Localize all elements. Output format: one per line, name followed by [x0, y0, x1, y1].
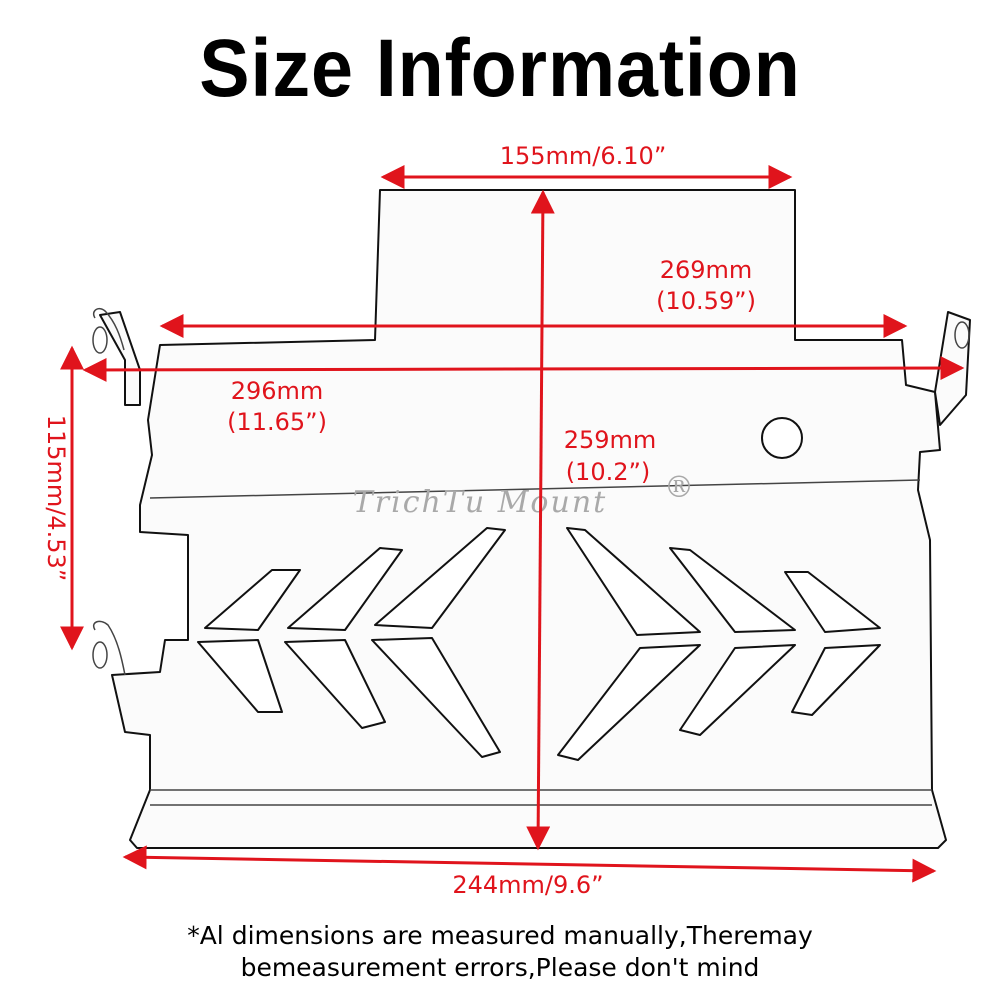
mount-width-mm-label: 296mm — [231, 377, 324, 405]
watermark: TrichTu Mount — [353, 485, 607, 520]
bottom-width-label: 244mm/9.6” — [452, 871, 603, 899]
mounting-hole — [761, 417, 803, 459]
side-height-label: 115mm/4.53” — [42, 415, 70, 582]
note-line-1: *Al dimensions are measured manually,The… — [187, 921, 813, 950]
chevron-cutouts — [197, 527, 881, 761]
upper-width-mm-label: 269mm — [660, 256, 753, 284]
mount-width-in-label: (11.65”) — [227, 408, 327, 436]
length-mm-label: 259mm — [564, 426, 657, 454]
top-width-label: 155mm/6.10” — [500, 142, 667, 170]
note-line-2: bemeasurement errors,Please don't mind — [240, 953, 760, 982]
mount-width-line — [82, 356, 965, 382]
length-in-label: (10.2”) — [566, 458, 651, 486]
length-line — [526, 189, 555, 851]
upper-width-in-label: (10.59”) — [656, 287, 756, 315]
dimension-lines — [60, 165, 965, 883]
watermark-registered-mark: ® — [664, 470, 696, 505]
page-title: Size Information — [199, 23, 801, 114]
bottom-width-line — [122, 845, 937, 883]
